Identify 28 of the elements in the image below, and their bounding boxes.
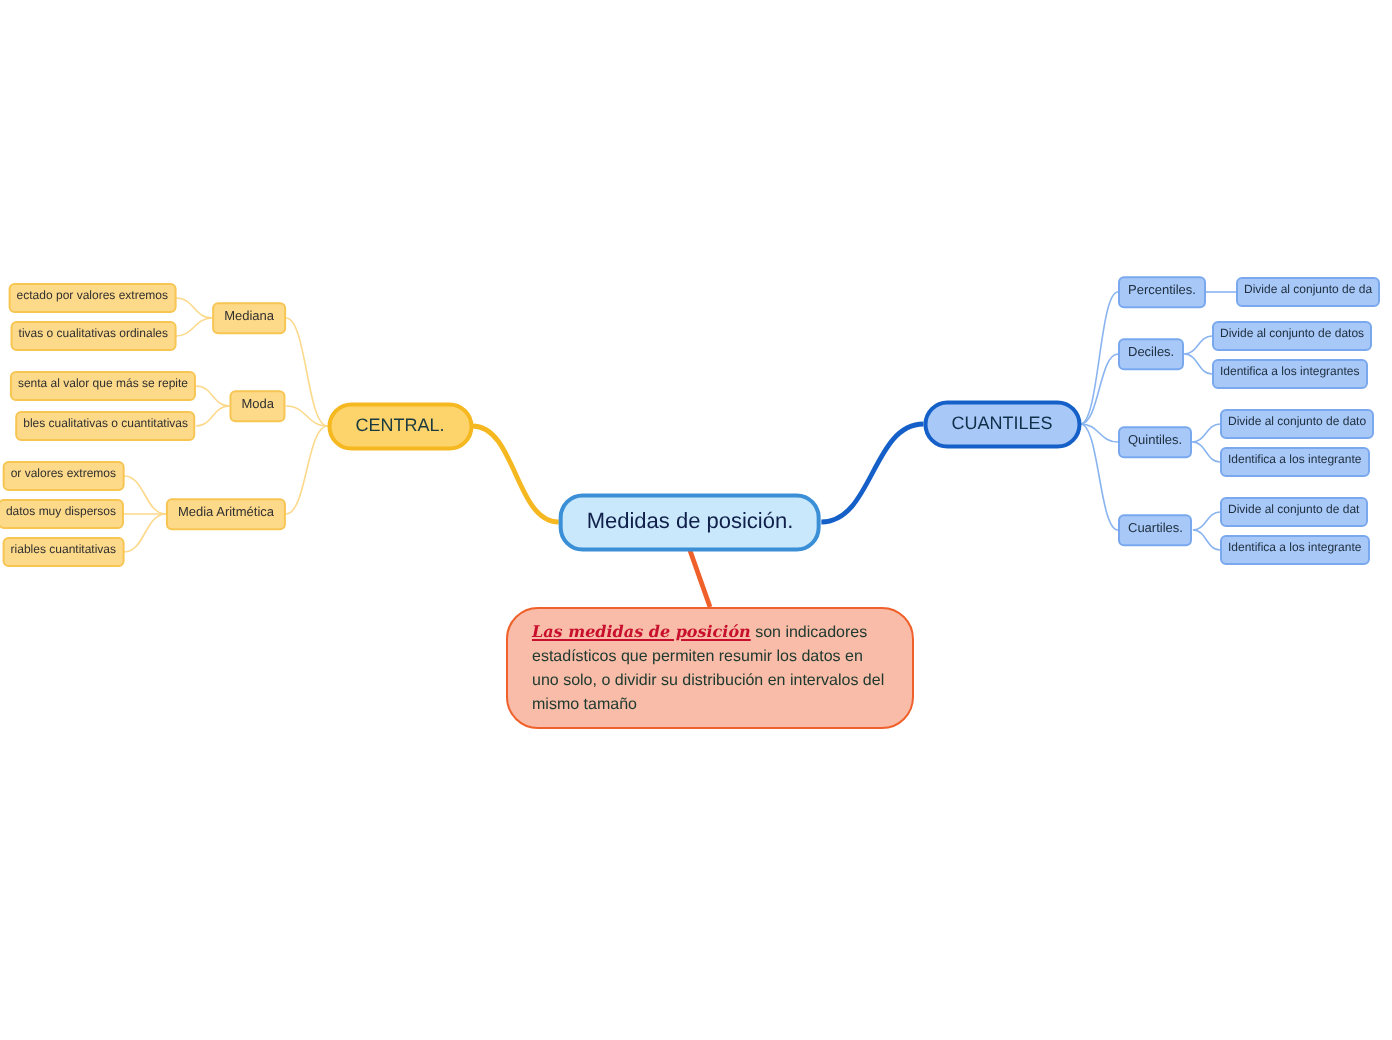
connector-line — [472, 423, 560, 525]
main-topic: CUANTILES — [923, 400, 1081, 448]
connector-line — [1183, 335, 1213, 355]
connector-line — [195, 385, 231, 407]
description-box: Las medidas de posición son indicadores estadísticos que permiten resumir los datos en uno solo, o dividir su distribución en intervalos del mismo tamaño — [506, 607, 914, 729]
connector-line — [1183, 353, 1213, 375]
central-topic: Medidas de posición. — [558, 493, 822, 551]
connector-line — [1191, 441, 1221, 463]
connector-line — [1205, 291, 1237, 293]
connector-line — [285, 405, 329, 427]
connector-line — [687, 549, 713, 608]
connector-line — [1191, 423, 1221, 443]
connector-line — [1192, 511, 1221, 531]
connector-line — [123, 513, 167, 553]
connector-line — [1192, 529, 1221, 551]
main-topic: CENTRAL. — [327, 402, 473, 450]
connector-line — [123, 475, 167, 515]
connector-line — [1079, 353, 1119, 425]
connector-line — [123, 513, 167, 515]
connector-line — [175, 297, 213, 319]
connector-line — [820, 421, 924, 525]
connector-line — [285, 317, 329, 427]
connector-line — [1079, 423, 1119, 531]
connector-line — [285, 425, 329, 515]
connector-line — [195, 405, 231, 427]
connector-line — [1079, 423, 1119, 443]
connector-line — [175, 317, 213, 337]
connector-line — [1079, 291, 1119, 425]
